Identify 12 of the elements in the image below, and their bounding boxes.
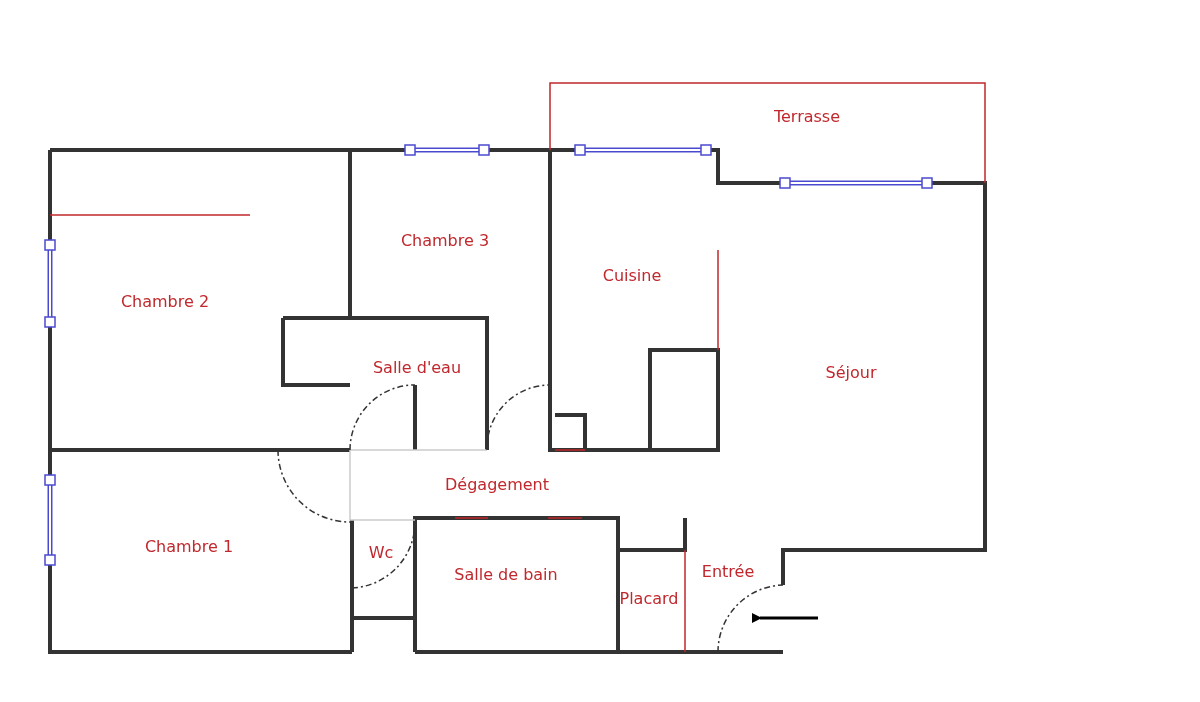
room-label: Terrasse [773,106,841,126]
room-label: Chambre 1 [144,536,234,556]
room-label: Chambre 3 [400,230,490,250]
room-label: Salle de bain [454,564,558,584]
room-label: Dégagement [445,474,549,494]
room-label: Entrée [701,561,755,581]
room-label: Salle d'eau [372,357,462,377]
room-label: Séjour [825,362,877,382]
room-label: Wc [368,542,394,562]
room-label: Chambre 2 [120,291,210,311]
room-label: Placard [619,588,679,608]
room-label: Cuisine [602,265,662,285]
